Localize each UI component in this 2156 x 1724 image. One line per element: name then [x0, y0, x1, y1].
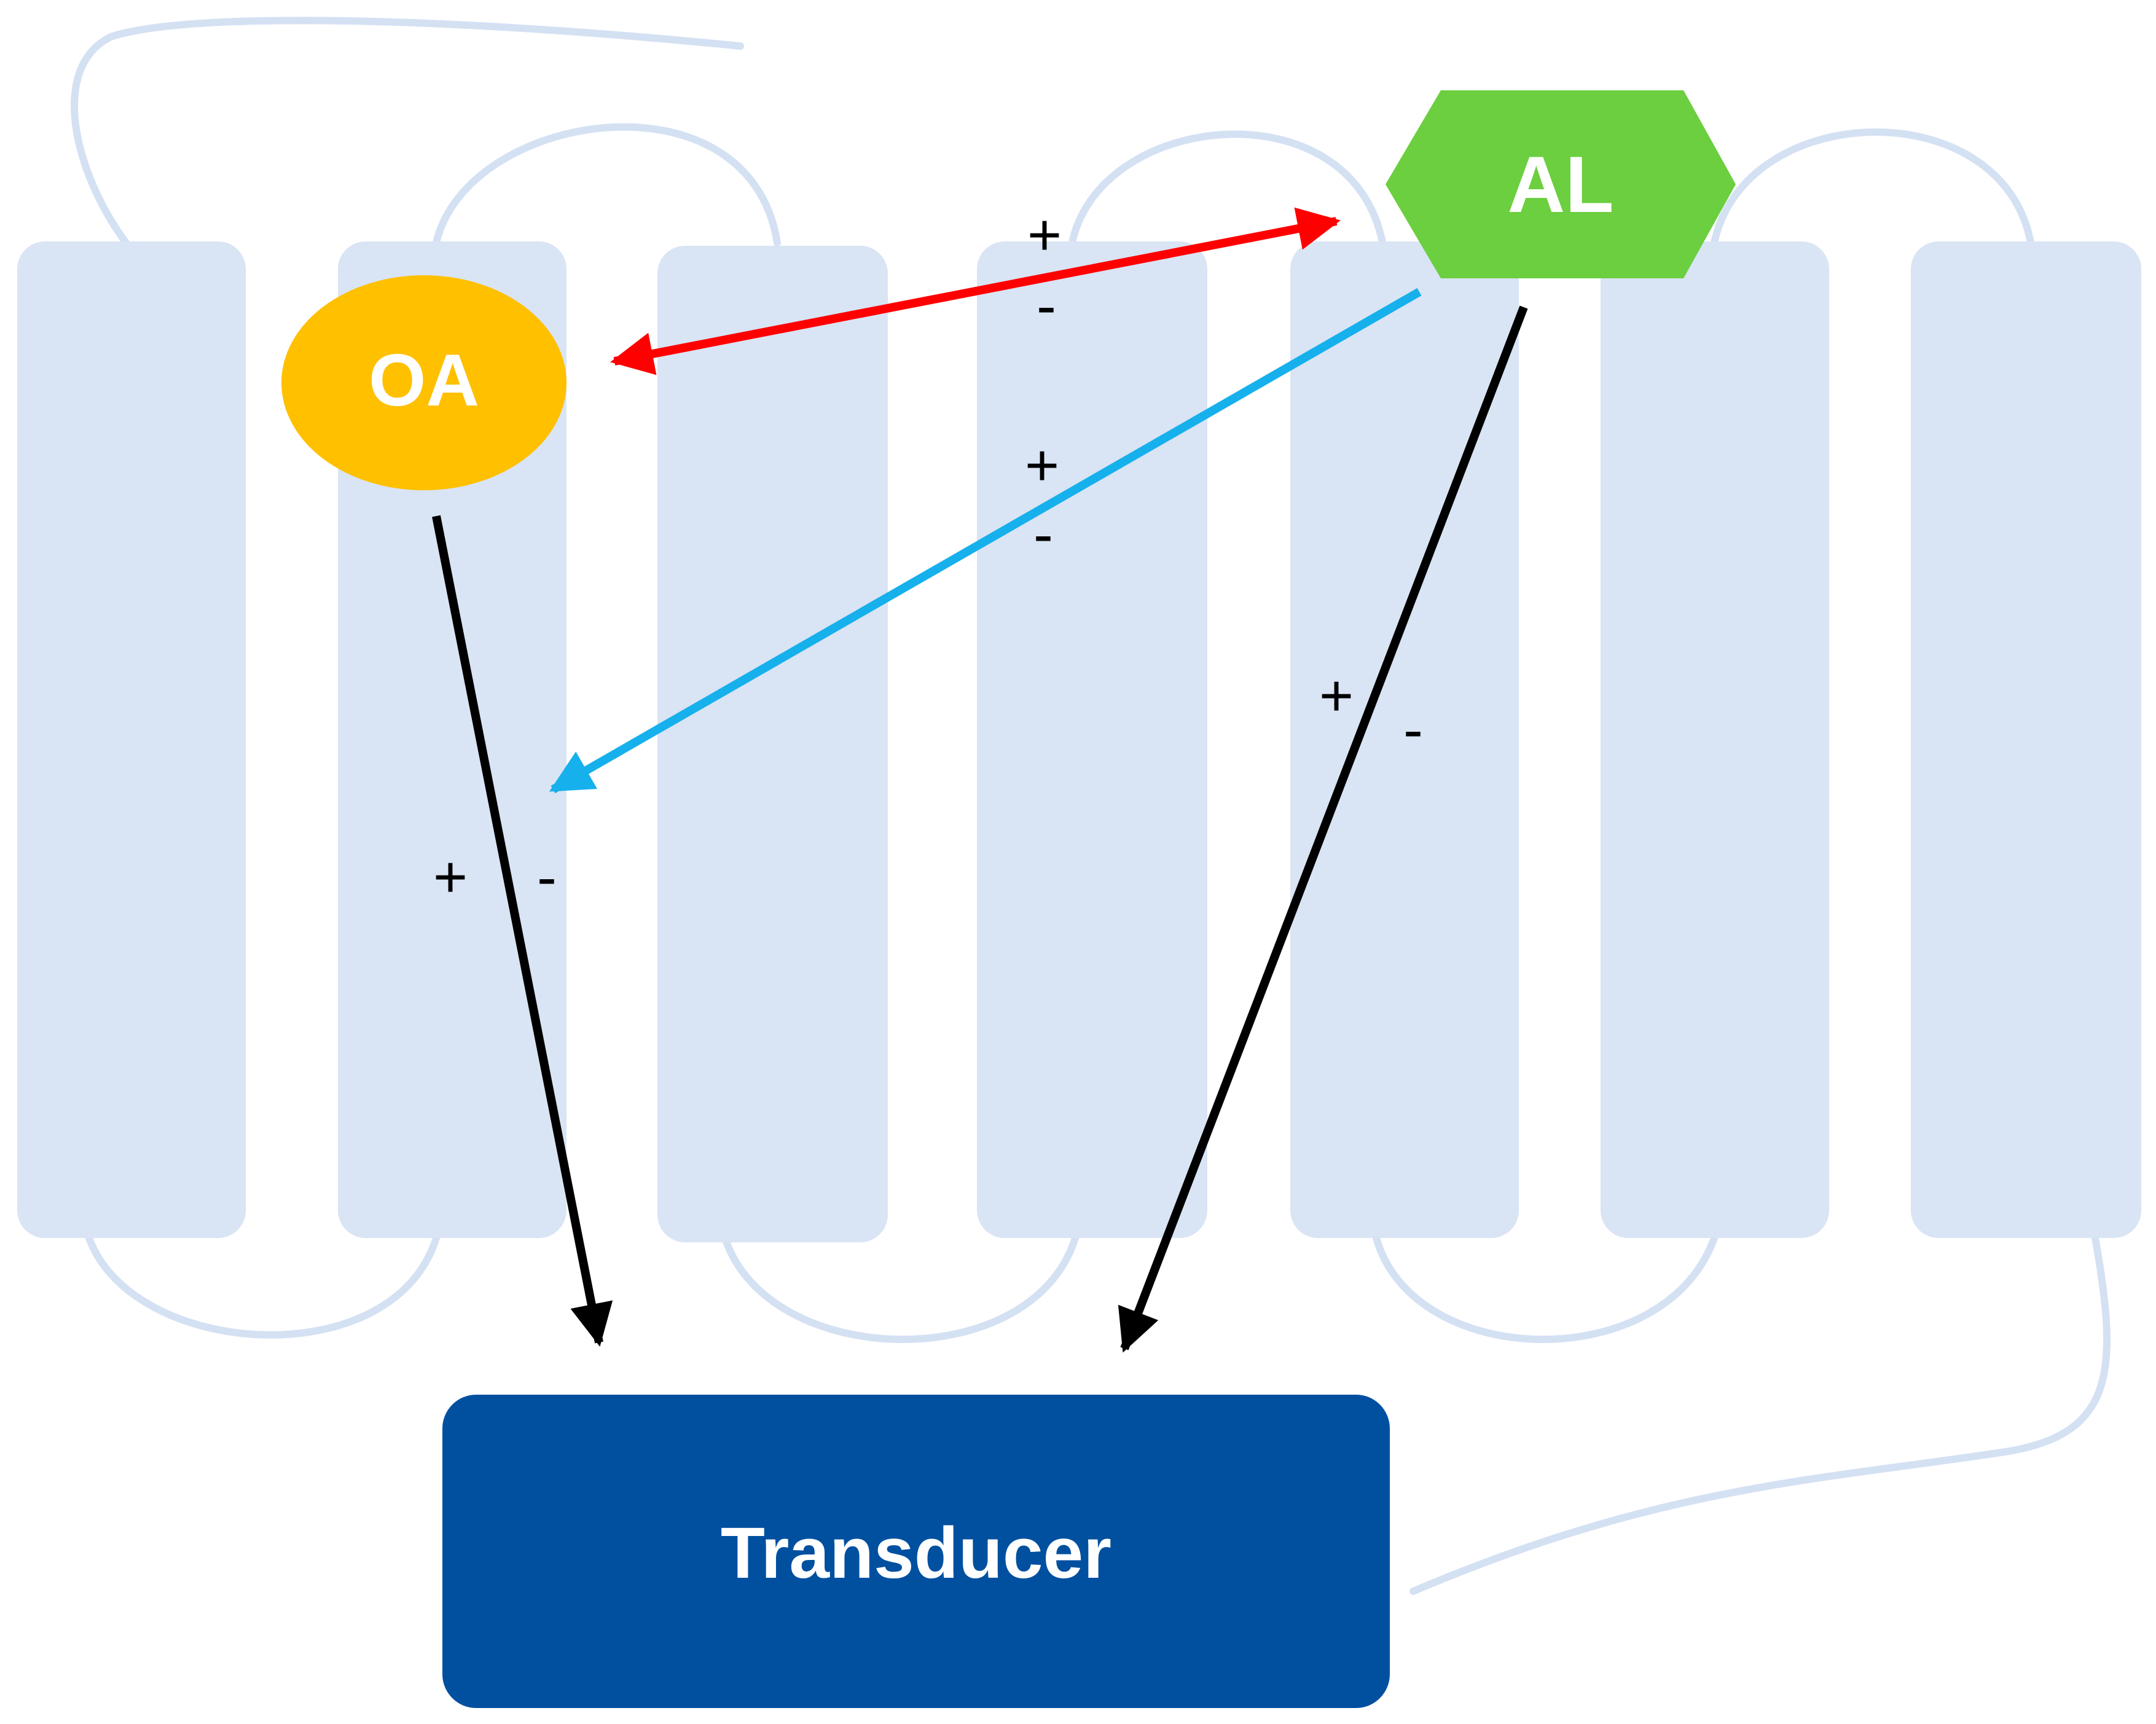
allosteric-ligand-hexagon	[1386, 90, 1736, 278]
n-terminus	[71, 17, 744, 246]
intracellular-loop-3	[1373, 1234, 1718, 1343]
allosteric-signaling-minus: -	[1403, 697, 1423, 762]
helix-3	[657, 246, 888, 1242]
modulation-plus: +	[1025, 433, 1059, 498]
helix-5	[1290, 241, 1519, 1238]
extracellular-loop-3	[1711, 128, 2034, 246]
helix-2	[338, 241, 566, 1238]
agonist-signaling-arrow	[432, 515, 613, 1347]
transmembrane-helices	[17, 241, 2141, 1242]
agonist-signaling-minus: -	[537, 844, 557, 910]
cooperativity-arrow	[610, 207, 1341, 375]
efficacy-modulation-arrow	[549, 288, 1422, 794]
extracellular-loop-2	[1068, 130, 1386, 246]
transducer-node: Transducer	[442, 1395, 1390, 1708]
intracellular-loop-2	[721, 1234, 1079, 1343]
helix-6	[1601, 241, 1829, 1238]
modulation-minus: -	[1033, 501, 1053, 567]
orthosteric-agonist-node: OA	[281, 275, 566, 490]
arrow-sign-labels: + - + - + - + -	[433, 202, 1423, 910]
orthosteric-agonist-ellipse	[281, 275, 566, 490]
orthosteric-agonist-label: OA	[369, 339, 479, 421]
allosteric-signaling-arrow	[1118, 305, 1528, 1353]
helix-7	[1911, 241, 2141, 1238]
helix-4	[977, 241, 1207, 1238]
interaction-arrows	[432, 207, 1528, 1353]
allosteric-signaling-plus: +	[1319, 663, 1354, 729]
cooperativity-minus: -	[1037, 273, 1056, 339]
intracellular-loop-1	[85, 1234, 440, 1339]
transducer-box	[442, 1395, 1390, 1708]
agonist-signaling-plus: +	[433, 844, 468, 910]
extracellular-loop-1	[433, 123, 781, 246]
allosteric-ligand-label: AL	[1507, 139, 1613, 229]
receptor-loops	[71, 17, 2111, 1595]
cooperativity-plus: +	[1027, 202, 1062, 268]
allosteric-ligand-node: AL	[1386, 90, 1736, 278]
transducer-label: Transducer	[721, 1513, 1111, 1594]
helix-1	[17, 241, 246, 1238]
c-terminus	[1409, 1234, 2111, 1595]
